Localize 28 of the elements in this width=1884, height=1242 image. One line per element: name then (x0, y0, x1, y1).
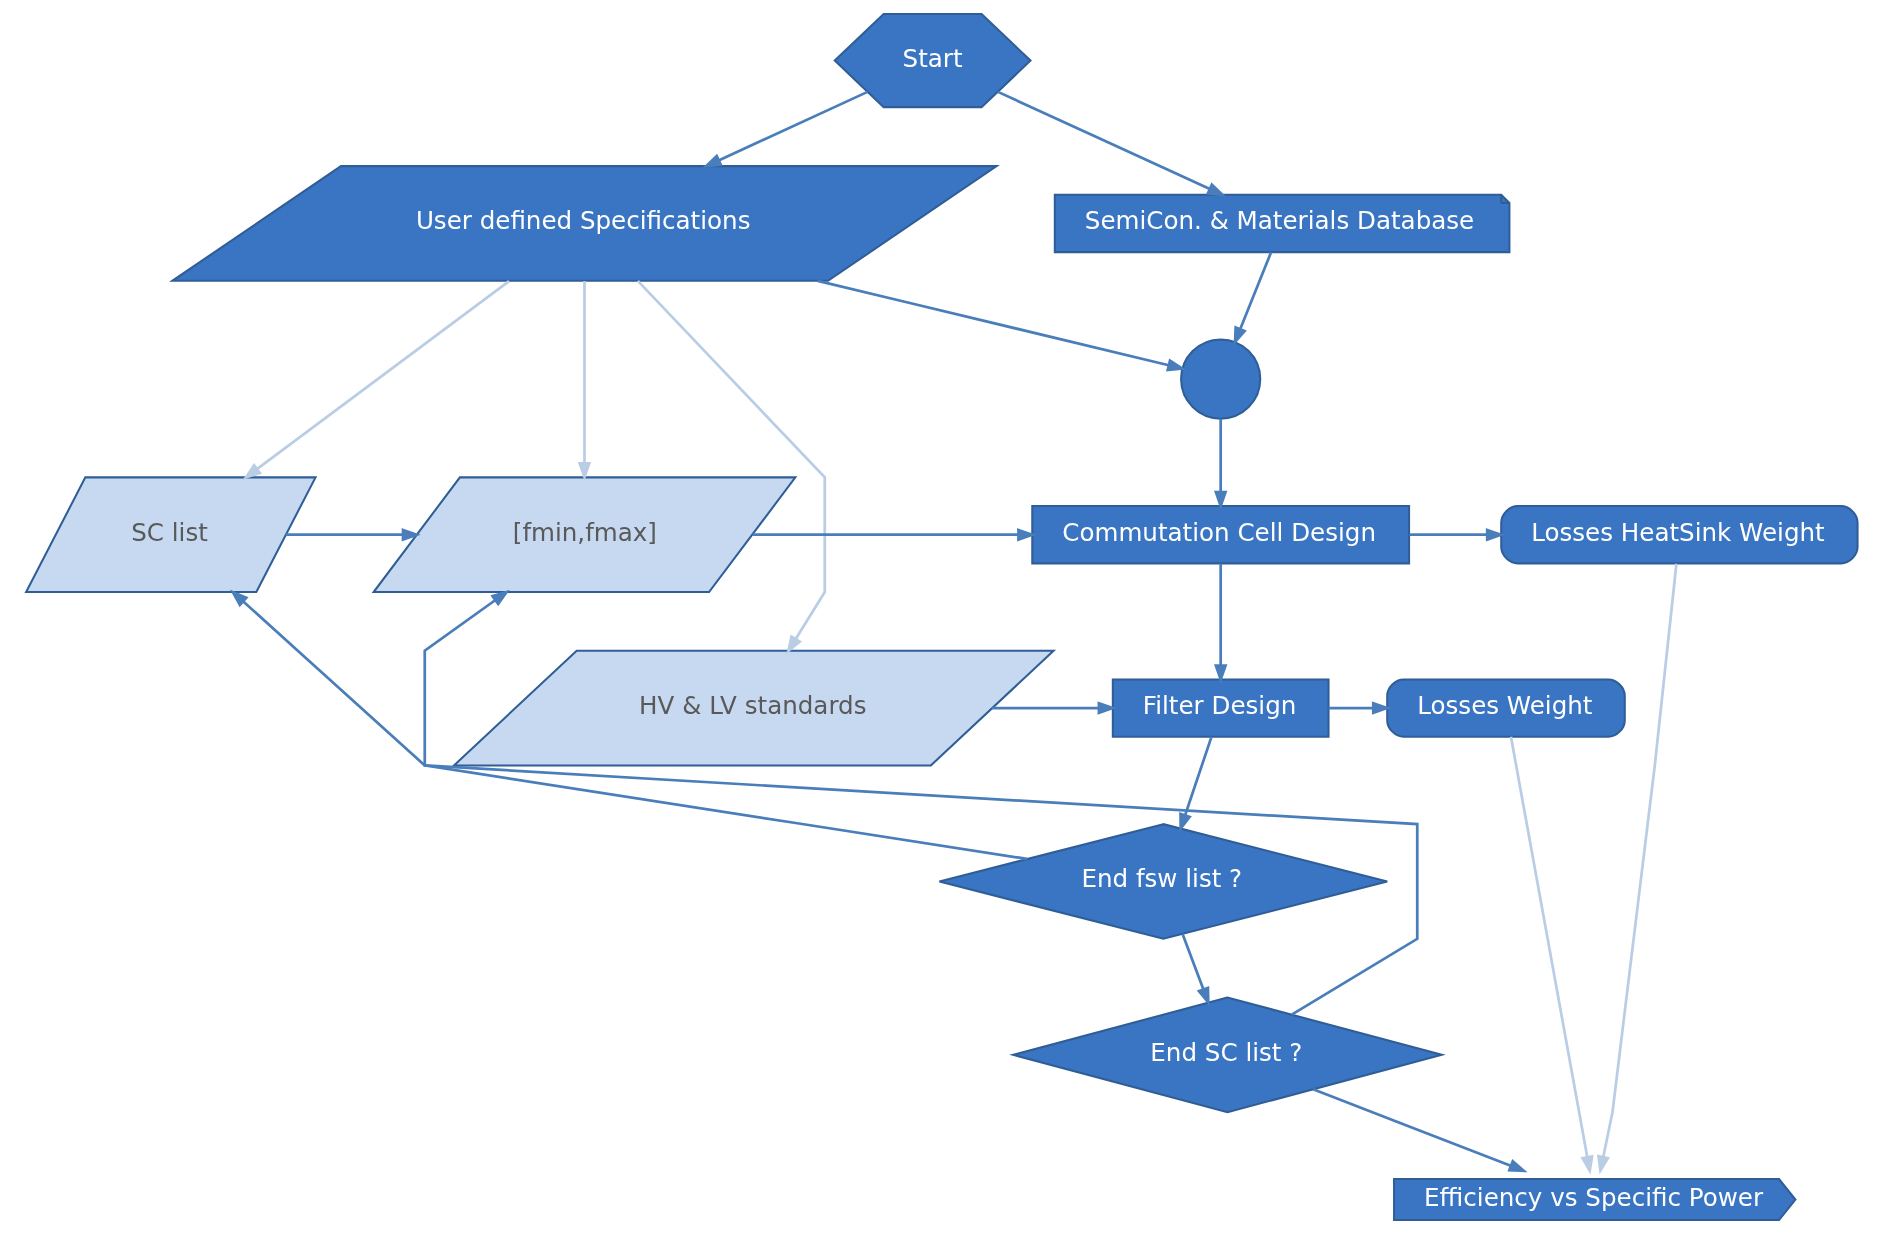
arrow (752, 528, 1037, 542)
arrow (1328, 701, 1392, 715)
node-diamond: End fsw list ? (938, 823, 1389, 940)
node-box: Filter Design (1111, 678, 1330, 738)
arrow (702, 90, 869, 168)
arrow (1213, 563, 1228, 684)
arrow (229, 589, 1419, 1016)
arrow (1409, 528, 1505, 542)
arrow (423, 589, 1028, 861)
node-box: Losses HeatSink Weight (1500, 505, 1859, 565)
arrow (992, 701, 1117, 715)
node-box: Commutation Cell Design (1031, 505, 1411, 565)
arrow (1233, 251, 1273, 346)
arrow (1213, 419, 1228, 510)
node-diamond: End SC list ? (1009, 996, 1446, 1114)
node-box: Losses Weight (1386, 678, 1626, 738)
arrow (636, 279, 827, 655)
arrow (1596, 563, 1678, 1175)
arrow (1179, 736, 1213, 833)
arrow (1312, 1088, 1528, 1173)
node-circle (1180, 338, 1262, 420)
arrow (577, 281, 592, 482)
arrow (1509, 736, 1594, 1175)
arrow (997, 90, 1227, 197)
arrow (242, 279, 510, 480)
arrow (817, 279, 1187, 372)
arrow (1181, 933, 1210, 1007)
arrow (285, 528, 421, 542)
